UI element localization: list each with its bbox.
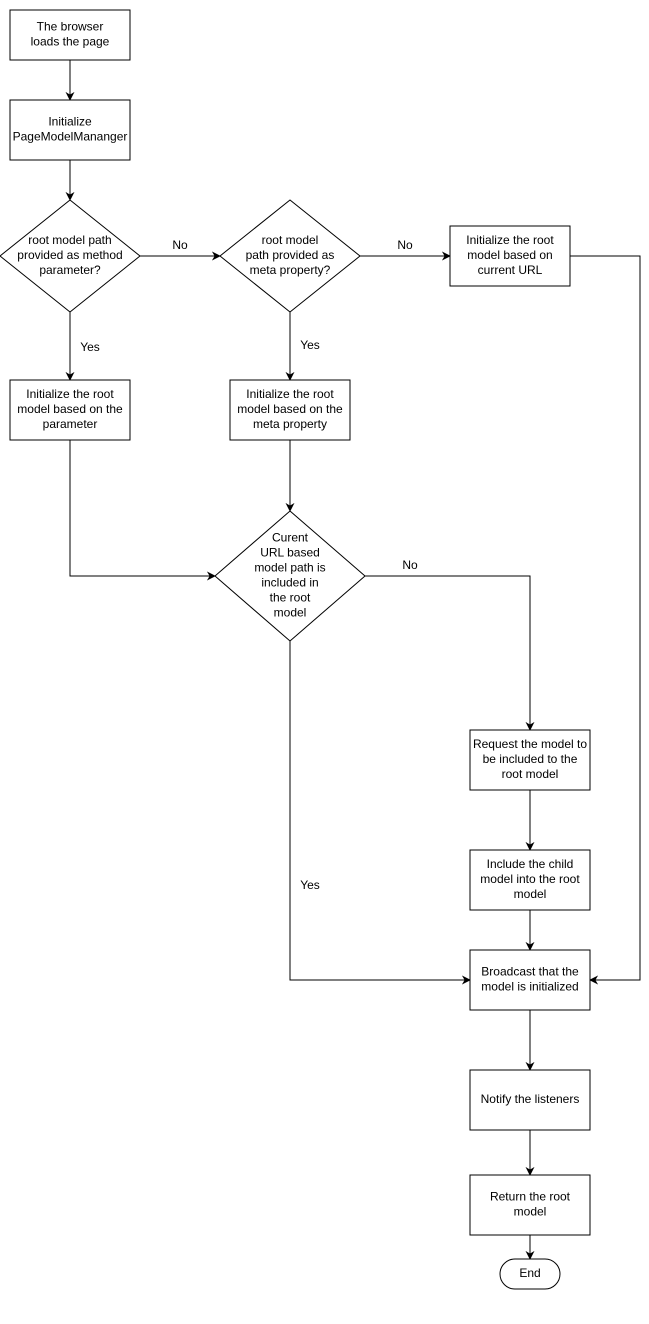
node-label-line: model based on [467,248,552,262]
node-label-line: Include the child [487,857,574,871]
node-label-line: be included to the [483,752,578,766]
node-label-line: parameter [43,417,98,431]
edge-init-parameter-to-decision-url-included [69,440,216,581]
node-label-line: Initialize the root [466,233,554,247]
node-label-line: meta property? [250,263,331,277]
edge-init-current-url-to-broadcast [570,255,641,985]
node-label-line: meta property [253,417,327,431]
node-label-line: parameter? [39,263,101,277]
node-label-line: Broadcast that the [481,965,579,979]
node-label-line: Return the root [490,1190,571,1204]
node-label-line: included in [261,576,318,590]
decision-diamond [0,199,141,313]
edge-label-no: No [397,238,413,252]
node-label-line: model path is [254,561,325,575]
node-label-line: path provided as [246,248,335,262]
process-box [229,379,351,441]
node-label-line: model based on the [237,402,343,416]
node-label-line: PageModelMananger [13,130,128,144]
decision-diamond [214,510,366,642]
edge-label-yes: Yes [80,340,100,354]
node-label-line: current URL [478,263,543,277]
edge-decision-url-included-to-broadcast [289,641,471,985]
node-label-line: loads the page [31,35,110,49]
node-label-line: URL based [260,546,320,560]
node-label-line: root model [502,767,559,781]
process-box [469,949,591,1011]
node-label-line: model is initialized [481,980,578,994]
node-label-line: model [514,887,547,901]
process-box [9,9,131,61]
process-box [469,1069,591,1131]
process-box [449,225,571,287]
node-label-line: provided as method [17,248,122,262]
node-label-line: model [514,1205,547,1219]
node-label-line: root model [262,233,319,247]
process-box [469,729,591,791]
node-label-line: Initialize [48,115,92,129]
node-label-line: Initialize the root [246,387,334,401]
edge-label-yes: Yes [300,878,320,892]
node-end: End [499,1258,561,1290]
node-label-line: model into the root [480,872,580,886]
edge-label-yes: Yes [300,338,320,352]
node-label-line: End [519,1266,540,1280]
node-label-line: Request the model to [473,737,587,751]
process-box [469,1174,591,1236]
node-label-line: model [274,606,307,620]
terminator-pill [499,1258,561,1290]
process-box [9,379,131,441]
node-label-line: Notify the listeners [481,1092,580,1106]
node-label-line: Initialize the root [26,387,114,401]
edge-label-no: No [402,558,418,572]
process-box [469,849,591,911]
decision-diamond [219,199,361,313]
node-label-line: The browser [37,20,104,34]
node-notify: Notify the listeners [469,1069,591,1131]
process-box [9,99,131,161]
edge-decision-url-included-to-request-model [365,575,535,731]
node-label-line: the root [270,591,311,605]
edge-label-no: No [172,238,188,252]
node-label-line: Curent [272,531,309,545]
node-label-line: model based on the [17,402,123,416]
node-label-line: root model path [28,233,111,247]
